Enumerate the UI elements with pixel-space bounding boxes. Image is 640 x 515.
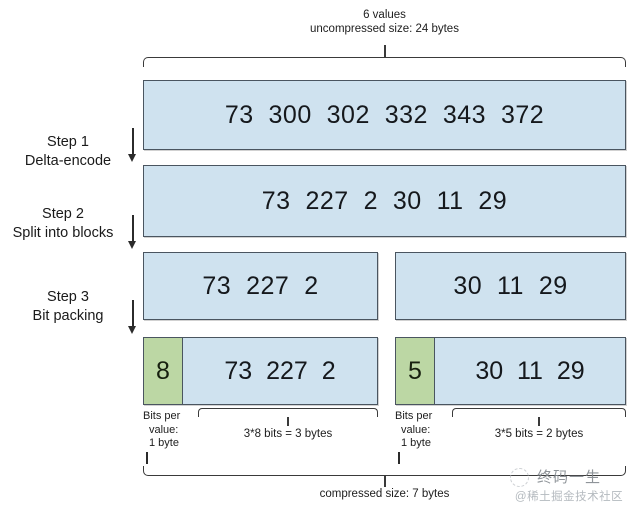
bits-per-value-right-pointer bbox=[398, 452, 400, 464]
step-1-arrow-head-icon bbox=[128, 154, 136, 162]
step-2-label: Step 2 Split into blocks bbox=[0, 205, 126, 243]
note-size-right: 3*5 bits = 2 bytes bbox=[494, 428, 584, 440]
packed-left-bits-value: 8 bbox=[156, 356, 170, 385]
step-3-subtitle: Bit packing bbox=[32, 308, 104, 324]
note-bits-per-value-left: Bits per value: 1 byte bbox=[143, 410, 201, 451]
packed-left-values-cell: 73 227 2 bbox=[183, 338, 377, 404]
top-caption-line-1: 6 values bbox=[363, 9, 406, 21]
bottom-brace-tick bbox=[384, 475, 386, 487]
packed-right-bits-value: 5 bbox=[408, 356, 422, 385]
brace-size-left bbox=[198, 408, 378, 417]
brace-size-right bbox=[452, 408, 626, 417]
step-3-arrow-line bbox=[132, 300, 134, 328]
step-3-arrow-head-icon bbox=[128, 326, 136, 334]
bits-per-value-left-line-3: 1 byte bbox=[149, 437, 179, 449]
step-2-subtitle: Split into blocks bbox=[12, 225, 114, 241]
block-right-values-text: 30 11 29 bbox=[453, 271, 568, 300]
step-1-arrow-line bbox=[132, 128, 134, 156]
bottom-caption: compressed size: 7 bytes bbox=[319, 488, 450, 500]
packed-left-bits-cell: 8 bbox=[144, 338, 183, 404]
watermark-logo-icon bbox=[510, 468, 529, 487]
row-block-right: 30 11 29 bbox=[395, 252, 626, 320]
bits-per-value-left-line-1: Bits per bbox=[143, 410, 181, 422]
bits-per-value-right-line-3: 1 byte bbox=[401, 437, 431, 449]
step-3-label: Step 3 Bit packing bbox=[12, 288, 124, 326]
brace-size-right-tick bbox=[538, 417, 540, 426]
row-packed-right: 5 30 11 29 bbox=[395, 337, 626, 405]
step-3-title: Step 3 bbox=[47, 289, 89, 305]
packed-right-values-cell: 30 11 29 bbox=[435, 338, 625, 404]
top-brace bbox=[143, 57, 626, 67]
original-values-text: 73 300 302 332 343 372 bbox=[224, 100, 545, 129]
watermark: 终码一生 @稀土掘金技术社区 bbox=[500, 466, 638, 504]
top-caption-line-2: uncompressed size: 24 bytes bbox=[310, 23, 459, 35]
note-bits-per-value-right: Bits per value: 1 byte bbox=[395, 410, 453, 451]
top-caption: 6 values uncompressed size: 24 bytes bbox=[143, 8, 626, 36]
packed-right-values-text: 30 11 29 bbox=[475, 356, 585, 385]
step-2-title: Step 2 bbox=[42, 206, 84, 222]
row-block-left: 73 227 2 bbox=[143, 252, 378, 320]
bits-per-value-left-pointer bbox=[146, 452, 148, 464]
bits-per-value-right-line-1: Bits per bbox=[395, 410, 433, 422]
step-2-arrow-head-icon bbox=[128, 241, 136, 249]
top-brace-tick bbox=[384, 45, 386, 58]
block-left-values-text: 73 227 2 bbox=[202, 271, 319, 300]
step-1-title: Step 1 bbox=[47, 134, 89, 150]
packed-left-values-text: 73 227 2 bbox=[224, 356, 336, 385]
bits-per-value-left-line-2: value: bbox=[149, 423, 179, 436]
watermark-main-text: 终码一生 bbox=[536, 469, 601, 486]
row-delta-encoded: 73 227 2 30 11 29 bbox=[143, 165, 626, 237]
brace-size-left-tick bbox=[287, 417, 289, 426]
step-1-subtitle: Delta-encode bbox=[24, 153, 112, 169]
row-packed-left: 8 73 227 2 bbox=[143, 337, 378, 405]
watermark-sub-text: @稀土掘金技术社区 bbox=[514, 491, 624, 503]
packed-right-bits-cell: 5 bbox=[396, 338, 435, 404]
bits-per-value-right-line-2: value: bbox=[401, 423, 431, 436]
note-size-left: 3*8 bits = 3 bytes bbox=[243, 428, 333, 440]
delta-values-text: 73 227 2 30 11 29 bbox=[261, 186, 508, 215]
row-original-values: 73 300 302 332 343 372 bbox=[143, 80, 626, 150]
step-1-label: Step 1 Delta-encode bbox=[12, 133, 124, 171]
step-2-arrow-line bbox=[132, 215, 134, 243]
